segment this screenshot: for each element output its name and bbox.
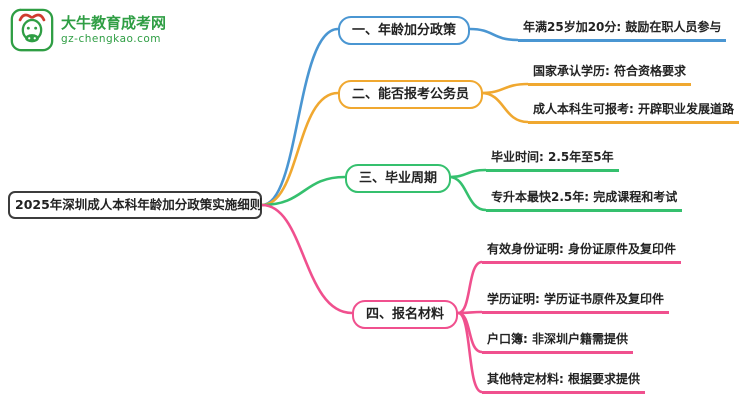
site-url: gz-chengkao.com: [61, 33, 162, 45]
leaf-node-4-3: 户口簿: 非深圳户籍需提供: [482, 330, 633, 354]
connector-branch3-leaf2: [447, 175, 488, 212]
connector-branch3-leaf1: [447, 168, 488, 179]
bull-logo-icon: [10, 8, 54, 52]
connector-branch4-leaf1: [456, 260, 484, 315]
branch-node-4: 四、报名材料: [352, 300, 459, 329]
site-name: 大牛教育成考网: [61, 14, 167, 32]
connector-branch4-leaf4: [456, 311, 484, 394]
branch-node-2: 二、能否报考公务员: [338, 80, 484, 109]
leaf-node-2-2: 成人本科生可报考: 开辟职业发展道路: [528, 100, 739, 124]
leaf-node-3-2: 专升本最快2.5年: 完成课程和考试: [486, 188, 683, 212]
connector-root-branch3: [260, 175, 347, 207]
root-node: 2025年深圳成人本科年龄加分政策实施细则: [8, 191, 262, 219]
site-logo: 大牛教育成考网 gz-chengkao.com: [10, 8, 166, 52]
leaf-node-4-2: 学历证明: 学历证书原件及复印件: [482, 290, 669, 314]
connector-branch2-leaf1: [479, 82, 530, 95]
connector-branch2-leaf2: [479, 91, 530, 124]
connector-root-branch2: [260, 91, 340, 207]
branch-node-3: 三、毕业周期: [345, 164, 452, 193]
leaf-node-4-4: 其他特定材料: 根据要求提供: [482, 370, 645, 394]
connector-root-branch1: [260, 27, 340, 207]
leaf-node-4-1: 有效身份证明: 身份证原件及复印件: [482, 240, 681, 264]
connector-branch1-leaf1: [468, 27, 520, 42]
leaf-node-3-1: 毕业时间: 2.5年至5年: [486, 148, 619, 172]
leaf-node-1-1: 年满25岁加20分: 鼓励在职人员参与: [518, 18, 727, 42]
leaf-node-2-1: 国家承认学历: 符合资格要求: [528, 62, 691, 86]
connector-root-branch4: [260, 203, 354, 315]
branch-node-1: 一、年龄加分政策: [338, 16, 471, 45]
site-logo-text: 大牛教育成考网 gz-chengkao.com: [61, 14, 166, 46]
